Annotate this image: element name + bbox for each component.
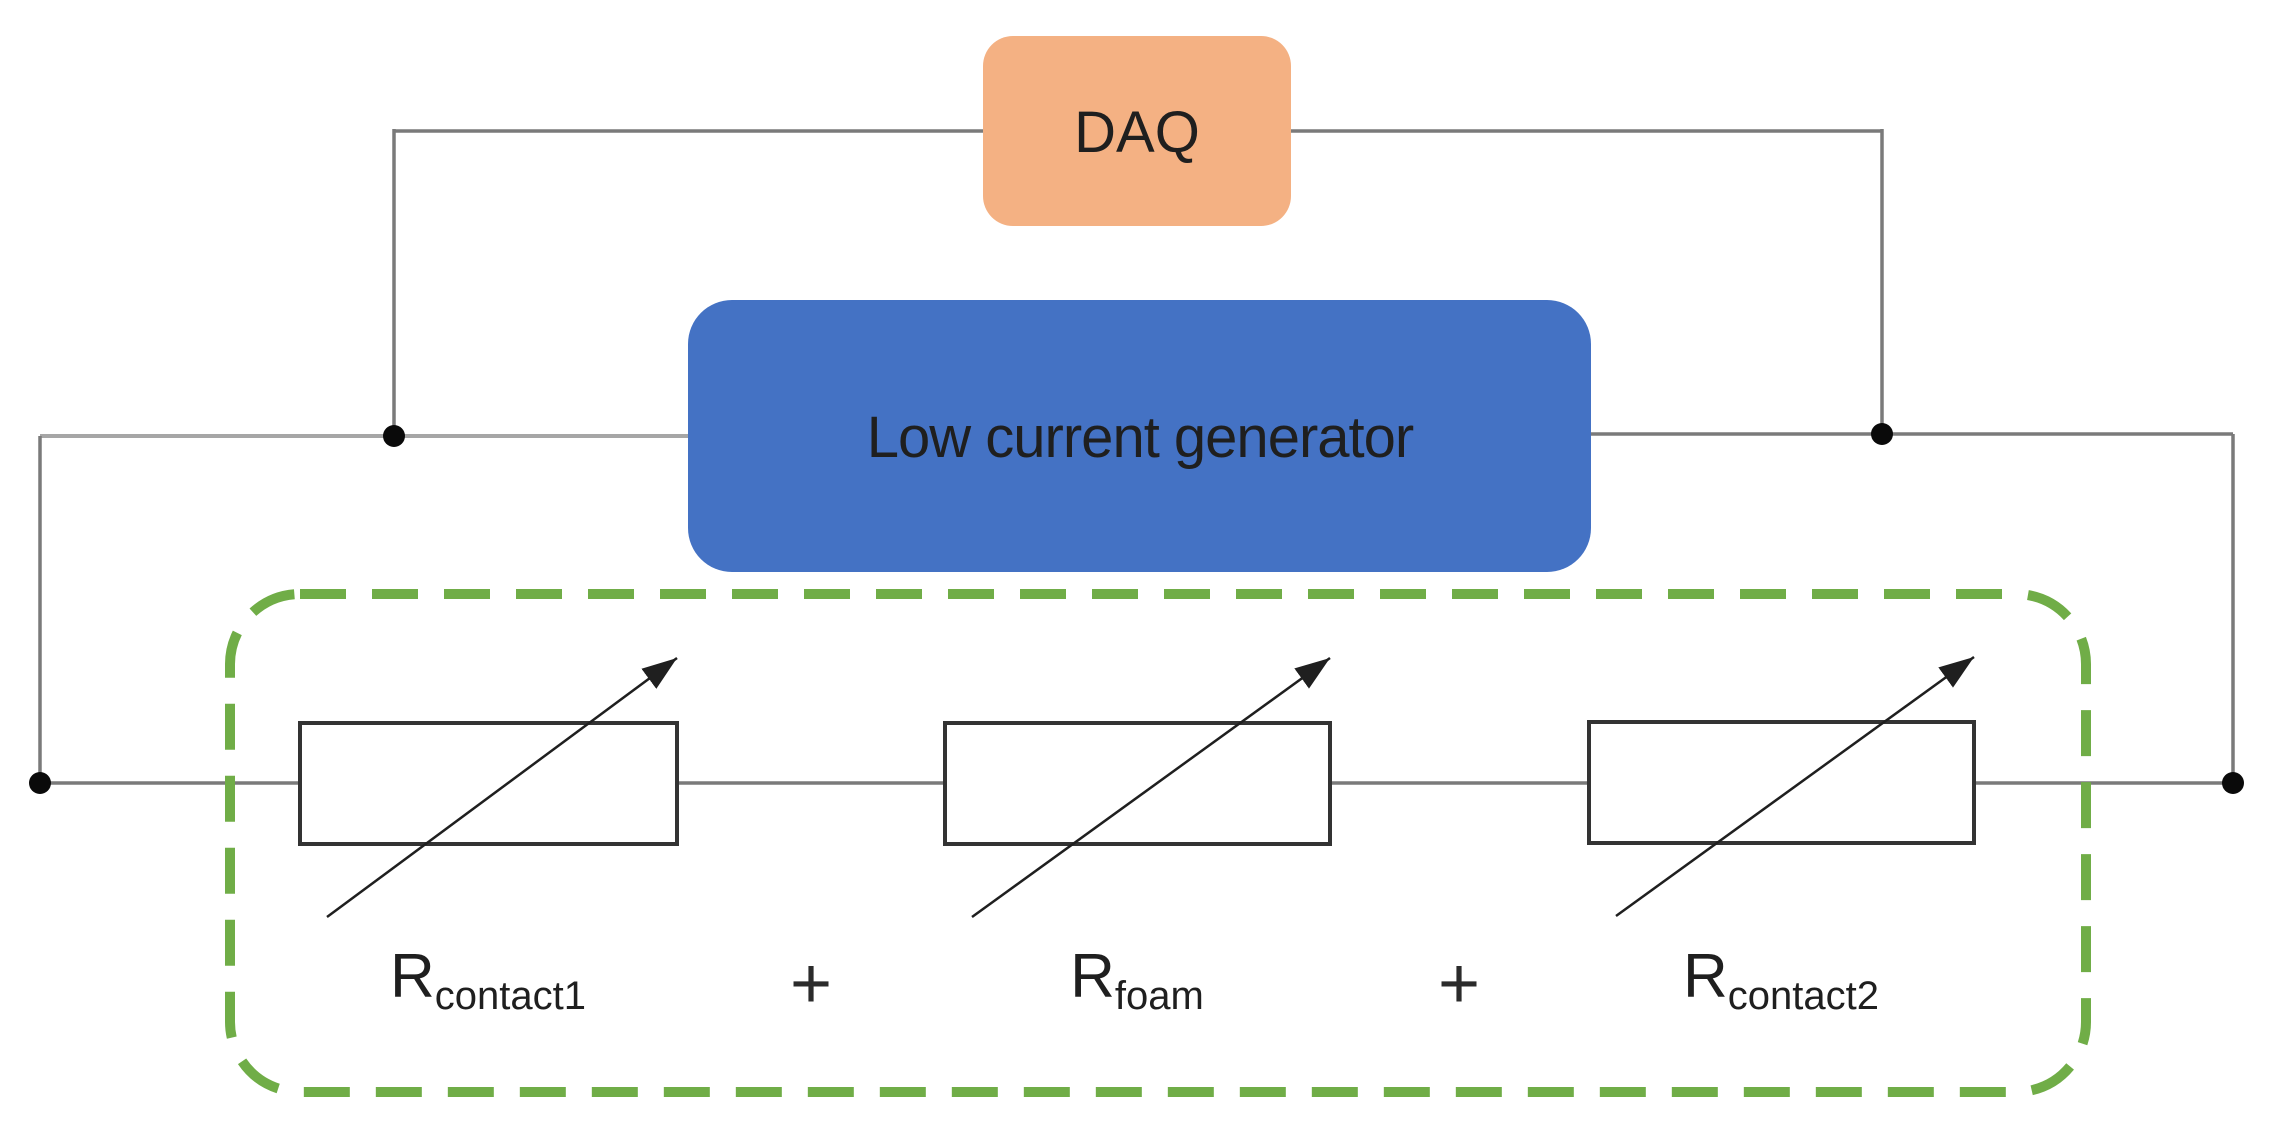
- junction-dot-bus-left: [29, 772, 51, 794]
- resistor-box-1: [298, 721, 679, 846]
- resistor-symbol-3: R: [1683, 942, 1728, 1011]
- resistor-2: [943, 656, 1332, 919]
- resistor-arrow-1: [326, 656, 678, 919]
- plus-operator-1: +: [790, 944, 832, 1024]
- resistor-subscript-1: contact1: [435, 974, 586, 1018]
- resistor-arrow-2: [971, 656, 1331, 919]
- resistor-box-3: [1587, 720, 1976, 845]
- junction-dot-bus-right: [2222, 772, 2244, 794]
- resistor-label-2: Rfoam: [1070, 942, 1204, 1018]
- resistor-subscript-3: contact2: [1728, 974, 1879, 1018]
- resistor-symbol-2: R: [1070, 942, 1115, 1011]
- resistor-box-2: [943, 721, 1332, 846]
- daq-box: [983, 36, 1291, 226]
- resistor-1: [298, 656, 679, 919]
- daq-block: DAQ: [983, 36, 1291, 226]
- junction-dot-mid-left: [383, 425, 405, 447]
- daq-label: DAQ: [1074, 100, 1200, 165]
- resistor-arrow-3: [1615, 655, 1975, 918]
- resistor-subscript-2: foam: [1115, 974, 1204, 1018]
- generator-box: [688, 300, 1591, 572]
- resistor-label-3: Rcontact2: [1683, 942, 1879, 1018]
- daq-label-text: DAQ: [1074, 100, 1200, 165]
- generator-label-text: Low current generator: [867, 405, 1414, 470]
- generator-label: Low current generator: [867, 405, 1414, 470]
- resistor-3: [1587, 655, 1976, 918]
- generator-block: Low current generator: [688, 300, 1591, 572]
- resistor-label-1: Rcontact1: [390, 942, 586, 1018]
- plus-operator-2: +: [1438, 944, 1480, 1024]
- junction-dot-mid-right: [1871, 423, 1893, 445]
- resistor-symbol-1: R: [390, 942, 435, 1011]
